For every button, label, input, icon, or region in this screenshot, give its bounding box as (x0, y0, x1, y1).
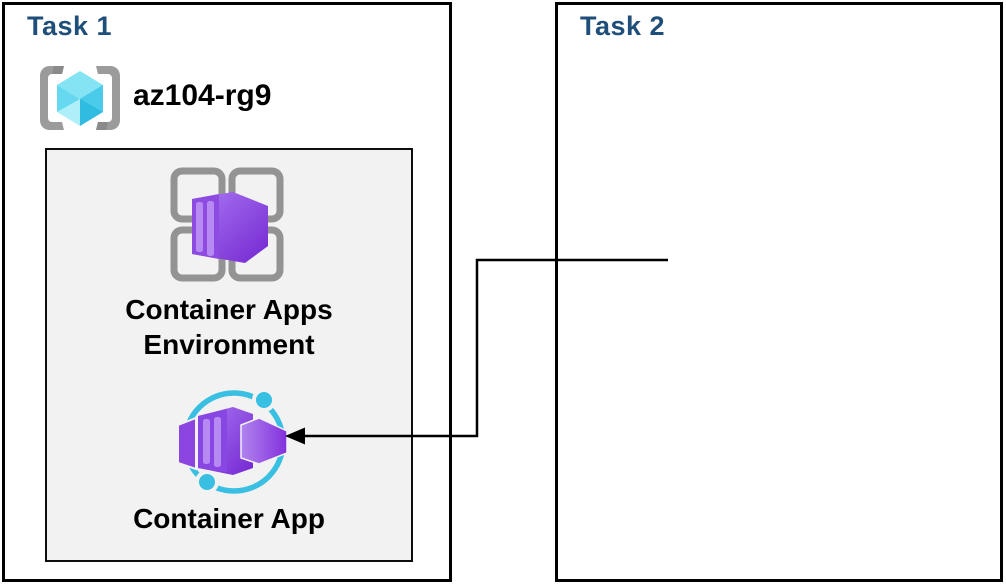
task1-title: Task 1 (27, 11, 113, 41)
task2-box: Task 2 Test and verify (555, 2, 1003, 582)
resource-group-icon (40, 66, 120, 130)
task2-title: Task 2 (580, 11, 666, 41)
task1-box: Task 1 az104-rg9 (2, 2, 452, 582)
task1-inner-box: Container Apps Environment (45, 148, 413, 562)
container-apps-environment-label: Container Apps Environment (125, 294, 333, 360)
container-app-icon (177, 388, 288, 494)
resource-group-row: az104-rg9 (39, 63, 419, 133)
container-apps-environment-icon (170, 167, 284, 282)
resource-group-name: az104-rg9 (133, 79, 272, 112)
container-app-label: Container App (133, 503, 325, 534)
